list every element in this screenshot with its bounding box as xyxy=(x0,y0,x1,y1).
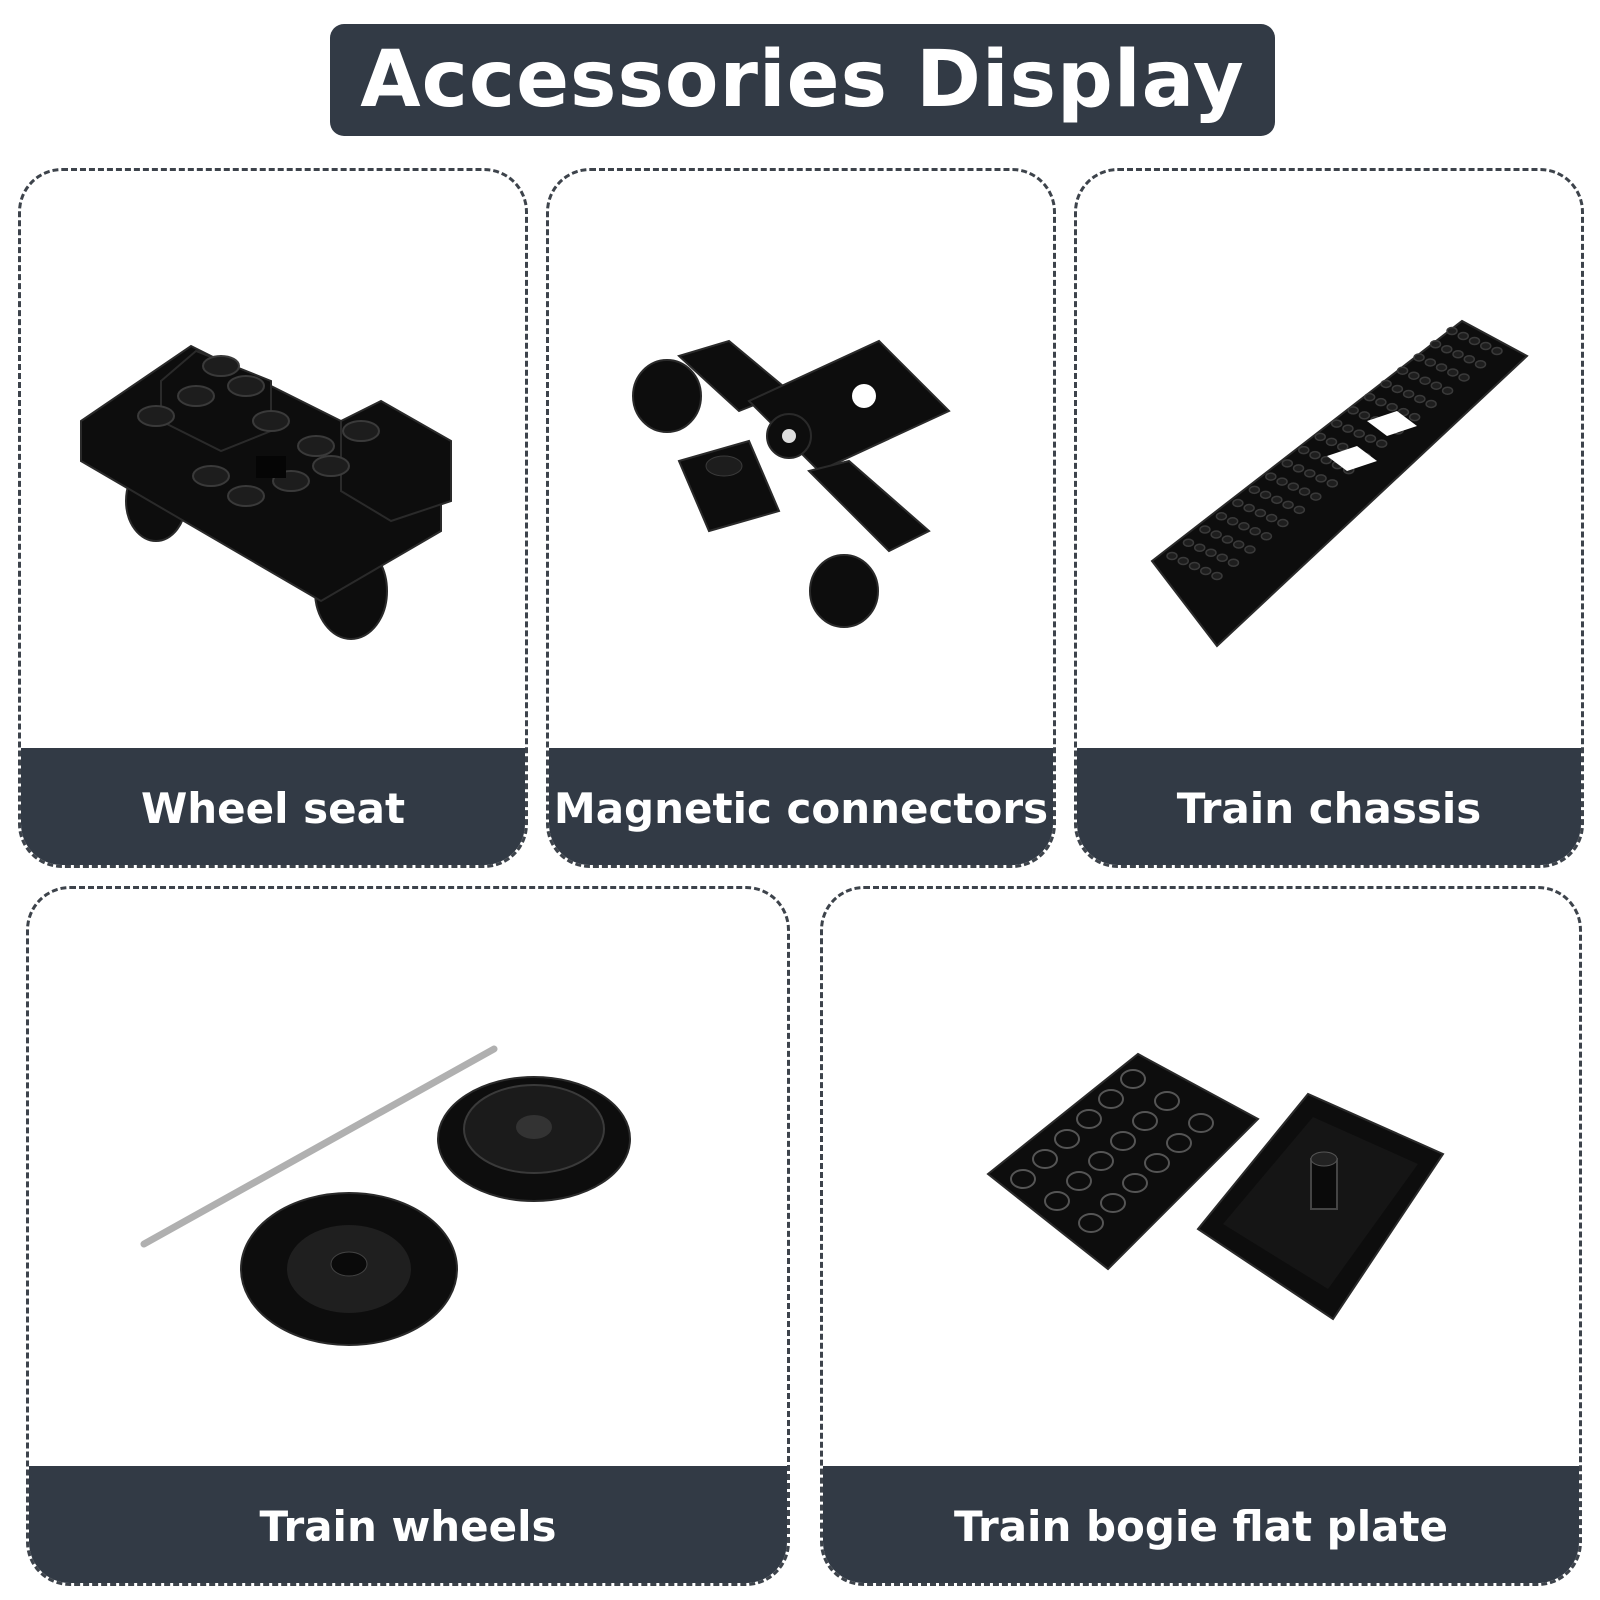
label-bar: Train wheels xyxy=(29,1466,787,1583)
item-label: Train bogie flat plate xyxy=(953,1501,1449,1551)
accessory-card-magnetic-connectors: Magnetic connectors xyxy=(546,168,1056,868)
bogie-plate-image xyxy=(986,1052,1445,1321)
train-wheels-image xyxy=(140,1045,631,1346)
label-bar: Magnetic connectors xyxy=(549,748,1053,865)
item-label: Wheel seat xyxy=(140,783,406,833)
label-bar: Train chassis xyxy=(1077,748,1581,865)
accessory-card-train-chassis: Train chassis xyxy=(1074,168,1584,868)
accessory-card-train-wheels: Train wheels xyxy=(26,886,790,1586)
label-bar: Train bogie flat plate xyxy=(823,1466,1579,1583)
accessory-card-bogie-plate: Train bogie flat plate xyxy=(820,886,1582,1586)
item-label: Magnetic connectors xyxy=(553,783,1049,833)
item-label: Train wheels xyxy=(259,1501,557,1551)
page-title: Accessories Display xyxy=(360,35,1245,125)
label-bar: Wheel seat xyxy=(21,748,525,865)
wheel-seat-image xyxy=(80,344,452,640)
train-chassis-image xyxy=(1150,319,1529,648)
magnetic-connector-image xyxy=(632,339,951,628)
accessory-card-wheel-seat: Wheel seat xyxy=(18,168,528,868)
item-label: Train chassis xyxy=(1176,783,1482,833)
title-banner: Accessories Display xyxy=(330,24,1275,136)
